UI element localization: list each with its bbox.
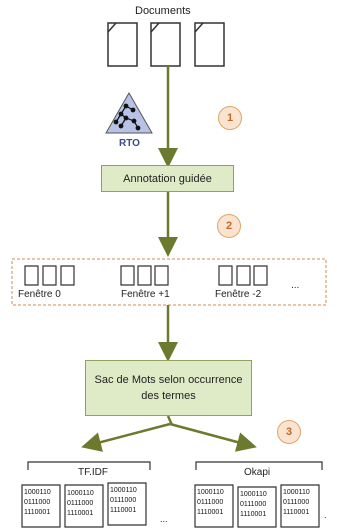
arrow-bow-to-tfidf — [81, 422, 171, 452]
tfidf-bracket — [27, 461, 151, 470]
bow-box-line1: Sac de Mots selon occurrence — [94, 374, 243, 386]
document-icon — [120, 265, 169, 286]
documents-label: Documents — [135, 5, 191, 17]
document-icon — [21, 482, 147, 528]
tfidf-ellipsis: ... — [160, 514, 168, 524]
okapi-label: Okapi — [244, 467, 271, 478]
annotation-box: Annotation guidée — [101, 165, 234, 192]
document-icon — [107, 22, 138, 67]
bow-box: Sac de Mots selon occurrence des termes — [85, 360, 252, 416]
okapi-ellipsis: . — [324, 510, 327, 520]
windows-ellipsis: ... — [291, 280, 300, 291]
document-icon — [150, 22, 181, 67]
annotation-box-label: Annotation guidée — [123, 172, 212, 185]
window-label-0: Fenêtre 0 — [18, 289, 61, 300]
rto-label: RTO — [119, 138, 140, 149]
arrow-bow-to-okapi — [169, 422, 257, 452]
document-icon — [218, 265, 268, 286]
bow-box-line2: des termes — [141, 390, 196, 402]
document-icon — [194, 22, 225, 67]
window-label-plus1: Fenêtre +1 — [121, 289, 170, 300]
okapi-bracket — [195, 461, 323, 470]
tfidf-label: TF.IDF — [78, 467, 108, 478]
document-icon — [24, 265, 75, 286]
step-badge-1: 1 — [218, 106, 242, 130]
document-icon — [194, 484, 320, 528]
rto-graph-icon — [105, 91, 153, 134]
step-badge-3: 3 — [277, 420, 301, 444]
step-badge-2: 2 — [217, 214, 241, 238]
window-label-minus2: Fenêtre -2 — [215, 289, 262, 300]
